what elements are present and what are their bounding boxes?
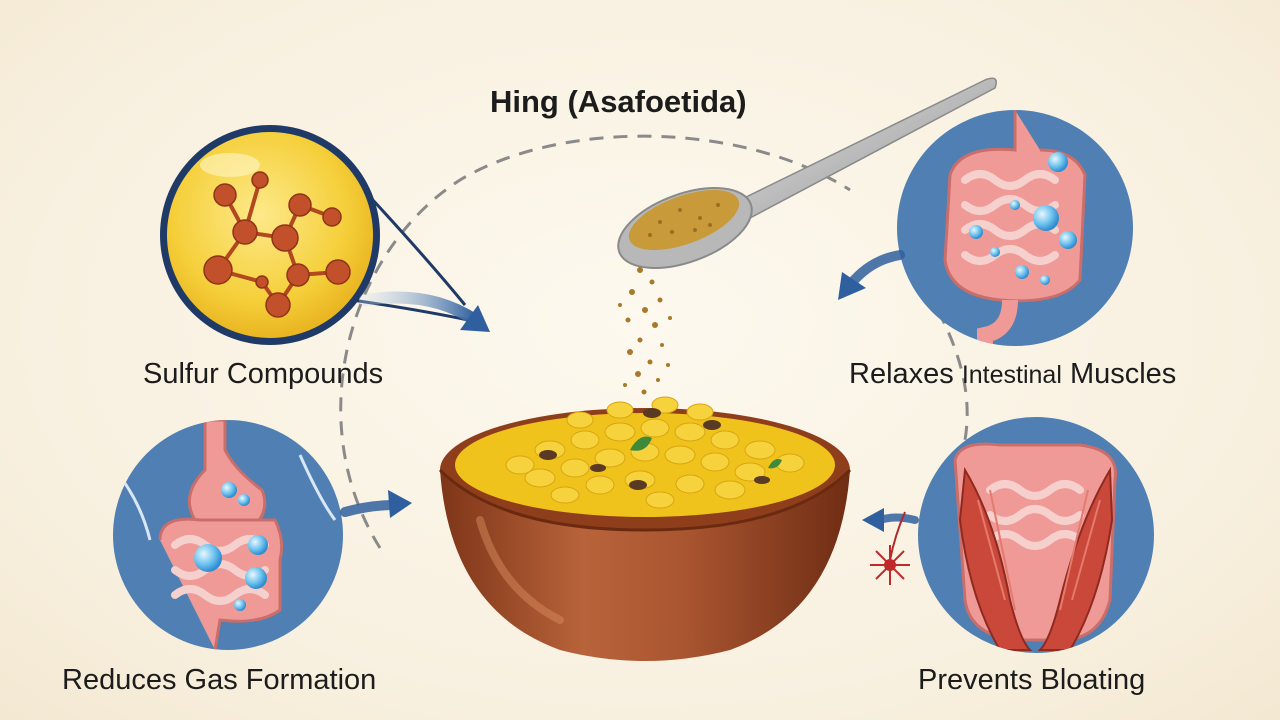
diagram-title: Hing (Asafoetida) (490, 84, 747, 119)
molecule-icon (160, 125, 469, 345)
arrow-bloating-to-bowl (862, 508, 919, 585)
gas-burst-icon (870, 545, 910, 585)
bowl-icon (438, 396, 852, 661)
gas-bubble-icon (194, 482, 268, 611)
arrow-gas-to-bowl (340, 490, 412, 518)
label-relaxes-part-2: Intestinal (961, 361, 1062, 389)
spice-grains (618, 267, 672, 395)
arrow-sulfur-to-bowl (359, 291, 490, 332)
gas-bubble-icon (969, 152, 1077, 285)
label-relaxes-intestinal-muscles: Relaxes Intestinal Muscles (849, 358, 1176, 391)
label-prevents-bloating: Prevents Bloating (918, 664, 1146, 696)
intestine-icon (897, 110, 1133, 346)
arrow-relaxes-to-bowl (838, 250, 905, 300)
label-relaxes-part-1: Relaxes (849, 358, 962, 390)
stomach-icon (113, 420, 343, 650)
label-reduces-gas-formation: Reduces Gas Formation (62, 664, 377, 696)
label-relaxes-part-3: Muscles (1061, 358, 1177, 390)
spoon-icon (617, 77, 997, 269)
muscle-icon (918, 417, 1154, 653)
label-sulfur-compounds: Sulfur Compounds (143, 358, 384, 390)
